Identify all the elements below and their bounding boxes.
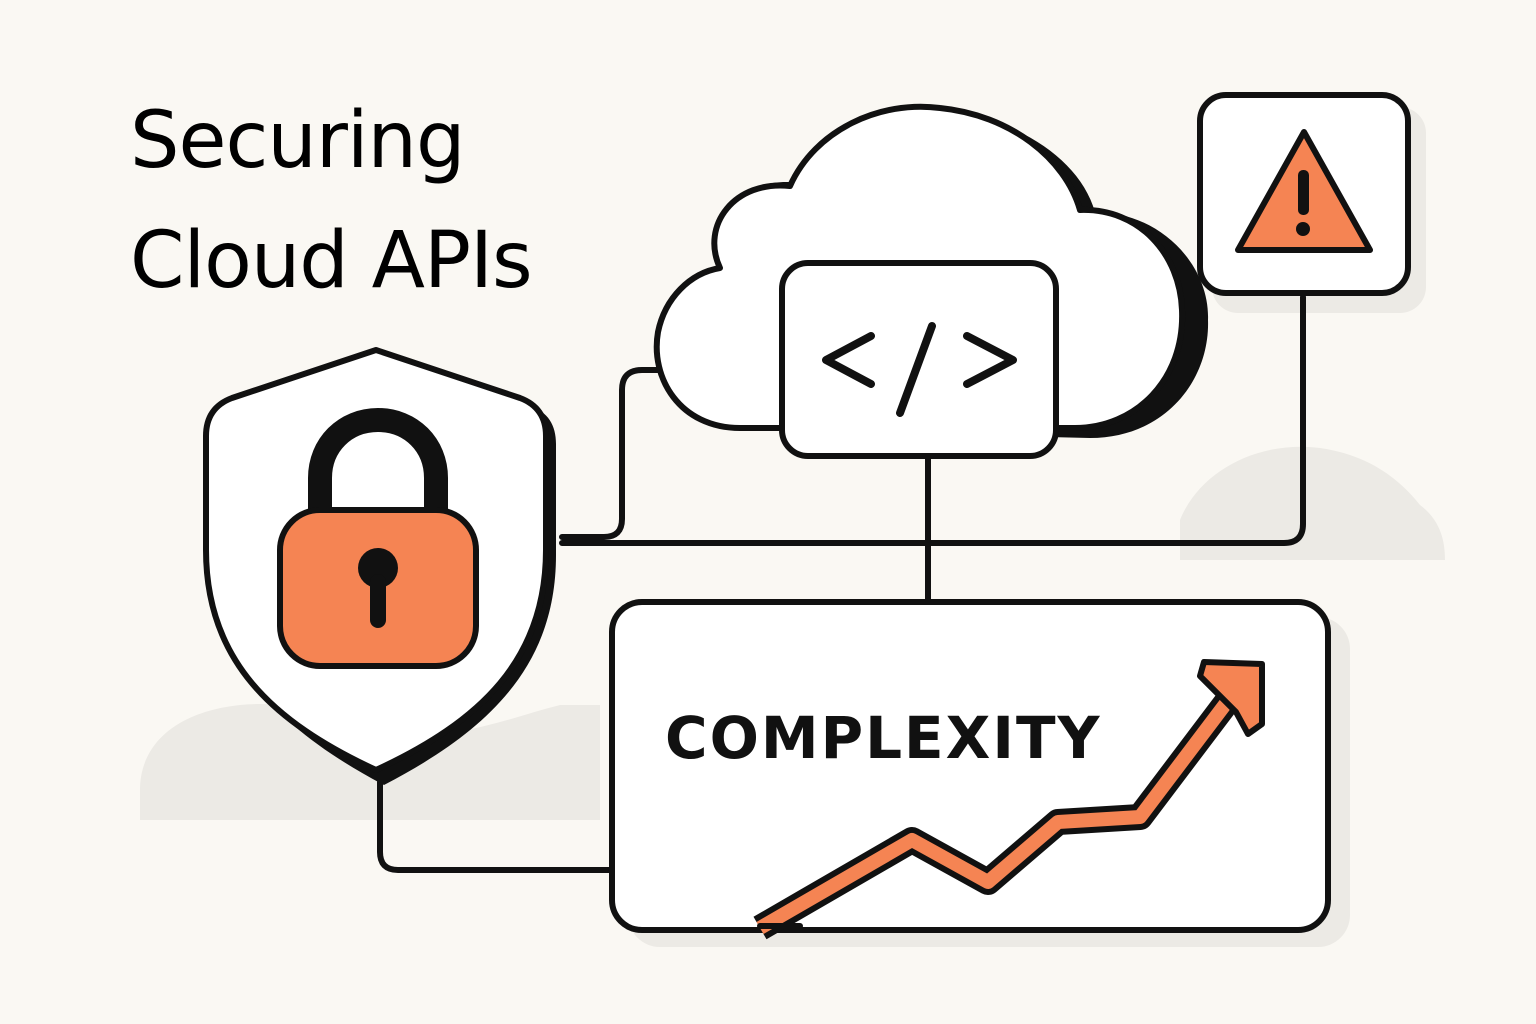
keyhole-top xyxy=(358,548,398,588)
trend-up-arrow-icon xyxy=(753,659,1265,940)
warning-exclamation-bar xyxy=(1298,170,1309,215)
code-icon xyxy=(822,322,1017,417)
warning-exclamation-dot xyxy=(1296,222,1310,236)
shield-icon xyxy=(203,347,556,785)
complexity-label: COMPLEXITY xyxy=(665,704,1102,772)
trend-arrowhead xyxy=(1197,659,1265,737)
connector-lines xyxy=(377,294,1306,873)
title-line-2: Cloud APIs xyxy=(130,216,533,306)
title-line-1: Securing xyxy=(130,96,466,186)
complexity-box: COMPLEXITY xyxy=(609,599,1331,940)
padlock-shackle xyxy=(308,407,448,515)
code-bracket-left xyxy=(822,332,875,388)
complexity-box-frame xyxy=(609,599,1331,933)
connector-shield-to-complexity xyxy=(377,779,615,873)
connector-shield-to-cloud xyxy=(559,367,663,540)
code-box: </> xyxy=(779,260,1059,459)
code-slash xyxy=(896,322,936,417)
padlock-icon xyxy=(277,407,479,669)
code-bracket-right xyxy=(963,332,1017,388)
shadow-blob-right xyxy=(1180,446,1445,560)
warning-box xyxy=(1197,92,1411,296)
connector-shield-to-warning xyxy=(559,294,1306,546)
warning-triangle-icon xyxy=(1235,129,1373,253)
keyhole-slot xyxy=(370,574,386,628)
trend-line-fill xyxy=(756,685,1242,935)
